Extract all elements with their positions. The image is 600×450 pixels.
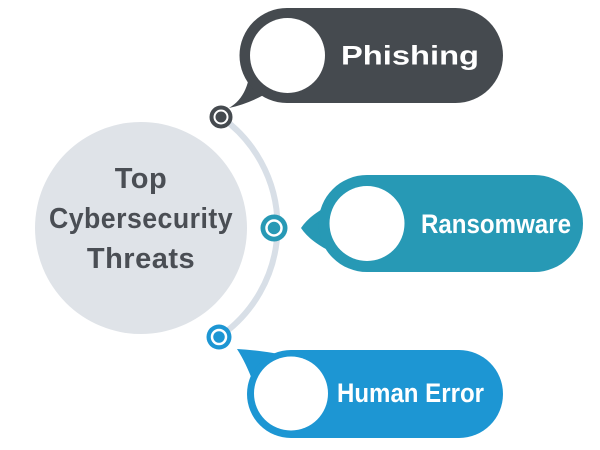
human-error-bubble: Human Error bbox=[237, 349, 503, 438]
human-error-dot-disc bbox=[206, 324, 232, 350]
human-error-dot-ring bbox=[210, 328, 228, 346]
ransomware-icon-circle bbox=[329, 186, 405, 261]
ransomware-dot-ring bbox=[265, 219, 283, 237]
connector-dot-phishing bbox=[209, 105, 233, 129]
connector-dot-ransomware bbox=[260, 214, 288, 242]
ransomware-bubble: Ransomware bbox=[301, 175, 583, 272]
ransomware-label: Ransomware bbox=[421, 209, 571, 239]
human-error-label: Human Error bbox=[337, 378, 484, 408]
phishing-bubble: Phishing bbox=[229, 8, 503, 108]
phishing-dot-core bbox=[215, 111, 227, 123]
phishing-icon-circle bbox=[250, 18, 325, 93]
ransomware-dot-disc bbox=[260, 214, 288, 242]
center-topic-bubble: Top Cybersecurity Threats bbox=[35, 122, 247, 334]
human-error-icon-circle bbox=[254, 356, 328, 431]
center-title-line-1: Top bbox=[115, 163, 168, 195]
center-title-line-2: Cybersecurity bbox=[49, 203, 233, 235]
phishing-label: Phishing bbox=[341, 41, 479, 71]
connector-dot-human-error bbox=[206, 324, 232, 350]
center-circle bbox=[35, 122, 247, 334]
center-title-line-3: Threats bbox=[87, 243, 195, 275]
phishing-dot-ring-stroke bbox=[209, 105, 233, 129]
